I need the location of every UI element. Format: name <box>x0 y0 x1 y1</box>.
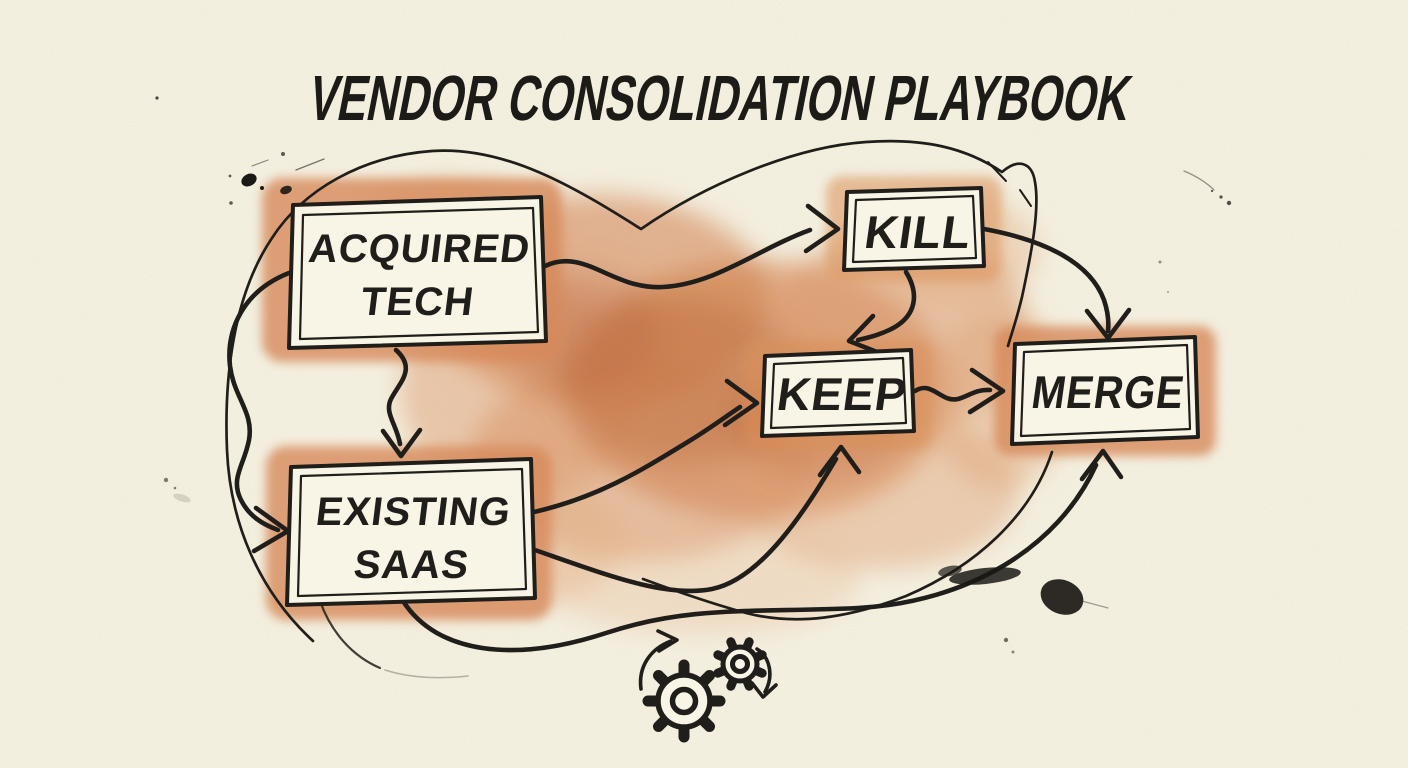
node-acquired-tech: ACQUIRED TECH <box>287 195 548 350</box>
edge-kill-to-merge <box>981 226 1132 341</box>
ink-splatter-bottom-right <box>938 565 1109 654</box>
ink-specks-top-right <box>1158 170 1232 293</box>
cycle-arrow-left-icon <box>638 629 679 691</box>
ink-splatter-left <box>163 477 191 503</box>
node-merge-label: MERGE <box>1029 366 1188 418</box>
edge-kill-to-keep <box>846 269 917 355</box>
small-gear-icon <box>713 637 767 691</box>
gears-cycle-icon <box>638 629 778 743</box>
node-existing-saas: EXISTING SAAS <box>285 457 537 607</box>
ink-splatter-top-left <box>155 96 325 205</box>
node-existing-saas-label-line2: SAAS <box>351 542 472 587</box>
cycle-arrow-right-icon <box>750 647 778 699</box>
edge-acquired-tech-to-existing-saas <box>380 347 423 459</box>
node-acquired-tech-label-line1: ACQUIRED <box>306 226 533 271</box>
node-keep-label: KEEP <box>774 368 911 420</box>
node-kill: KILL <box>842 186 986 272</box>
node-merge: MERGE <box>1010 335 1200 446</box>
edge-existing-saas-to-merge-under <box>400 448 1124 653</box>
diagram-title: VENDOR CONSOLIDATION PLAYBOOK <box>303 63 1137 134</box>
node-existing-saas-label-line1: EXISTING <box>314 489 514 534</box>
node-kill-label: KILL <box>862 206 975 258</box>
node-keep: KEEP <box>760 348 916 438</box>
edge-keep-to-merge <box>912 367 1006 415</box>
edge-existing-saas-to-keep-under <box>529 444 862 594</box>
edge-existing-saas-to-keep <box>531 378 760 515</box>
edge-acquired-tech-to-kill <box>542 203 841 290</box>
node-acquired-tech-label-line2: TECH <box>358 279 476 324</box>
large-gear-icon <box>642 659 726 743</box>
sketch-outline <box>225 139 1054 679</box>
